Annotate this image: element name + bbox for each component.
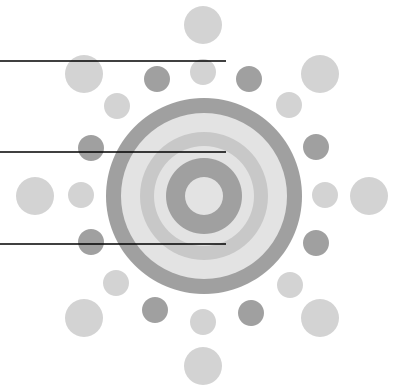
- dot-large-bottom-left: [65, 299, 103, 337]
- dot-small-light-left: [68, 182, 94, 208]
- dot-small-dark-nnw: [144, 66, 170, 92]
- dot-small-dark-wnw: [78, 135, 104, 161]
- dot-small-light-bottom-left: [103, 270, 129, 296]
- dot-large-bottom: [184, 347, 222, 385]
- dot-small-light-bottom: [190, 309, 216, 335]
- dot-small-dark-ene: [303, 134, 329, 160]
- dot-large-right: [350, 177, 388, 215]
- dot-small-light-right: [312, 182, 338, 208]
- target-core: [185, 177, 223, 215]
- dot-large-top: [184, 6, 222, 44]
- dot-large-bottom-right: [301, 299, 339, 337]
- dot-small-dark-sse: [238, 300, 264, 326]
- dot-large-left: [16, 177, 54, 215]
- dot-small-light-bottom-right: [277, 272, 303, 298]
- dot-small-dark-ssw: [142, 297, 168, 323]
- dot-small-light-top: [190, 59, 216, 85]
- dot-small-dark-wsw: [78, 229, 104, 255]
- dot-small-dark-nne: [236, 66, 262, 92]
- dot-small-light-top-right: [276, 92, 302, 118]
- dot-small-light-top-left: [104, 93, 130, 119]
- dot-small-dark-ese: [303, 230, 329, 256]
- dot-large-top-right: [301, 55, 339, 93]
